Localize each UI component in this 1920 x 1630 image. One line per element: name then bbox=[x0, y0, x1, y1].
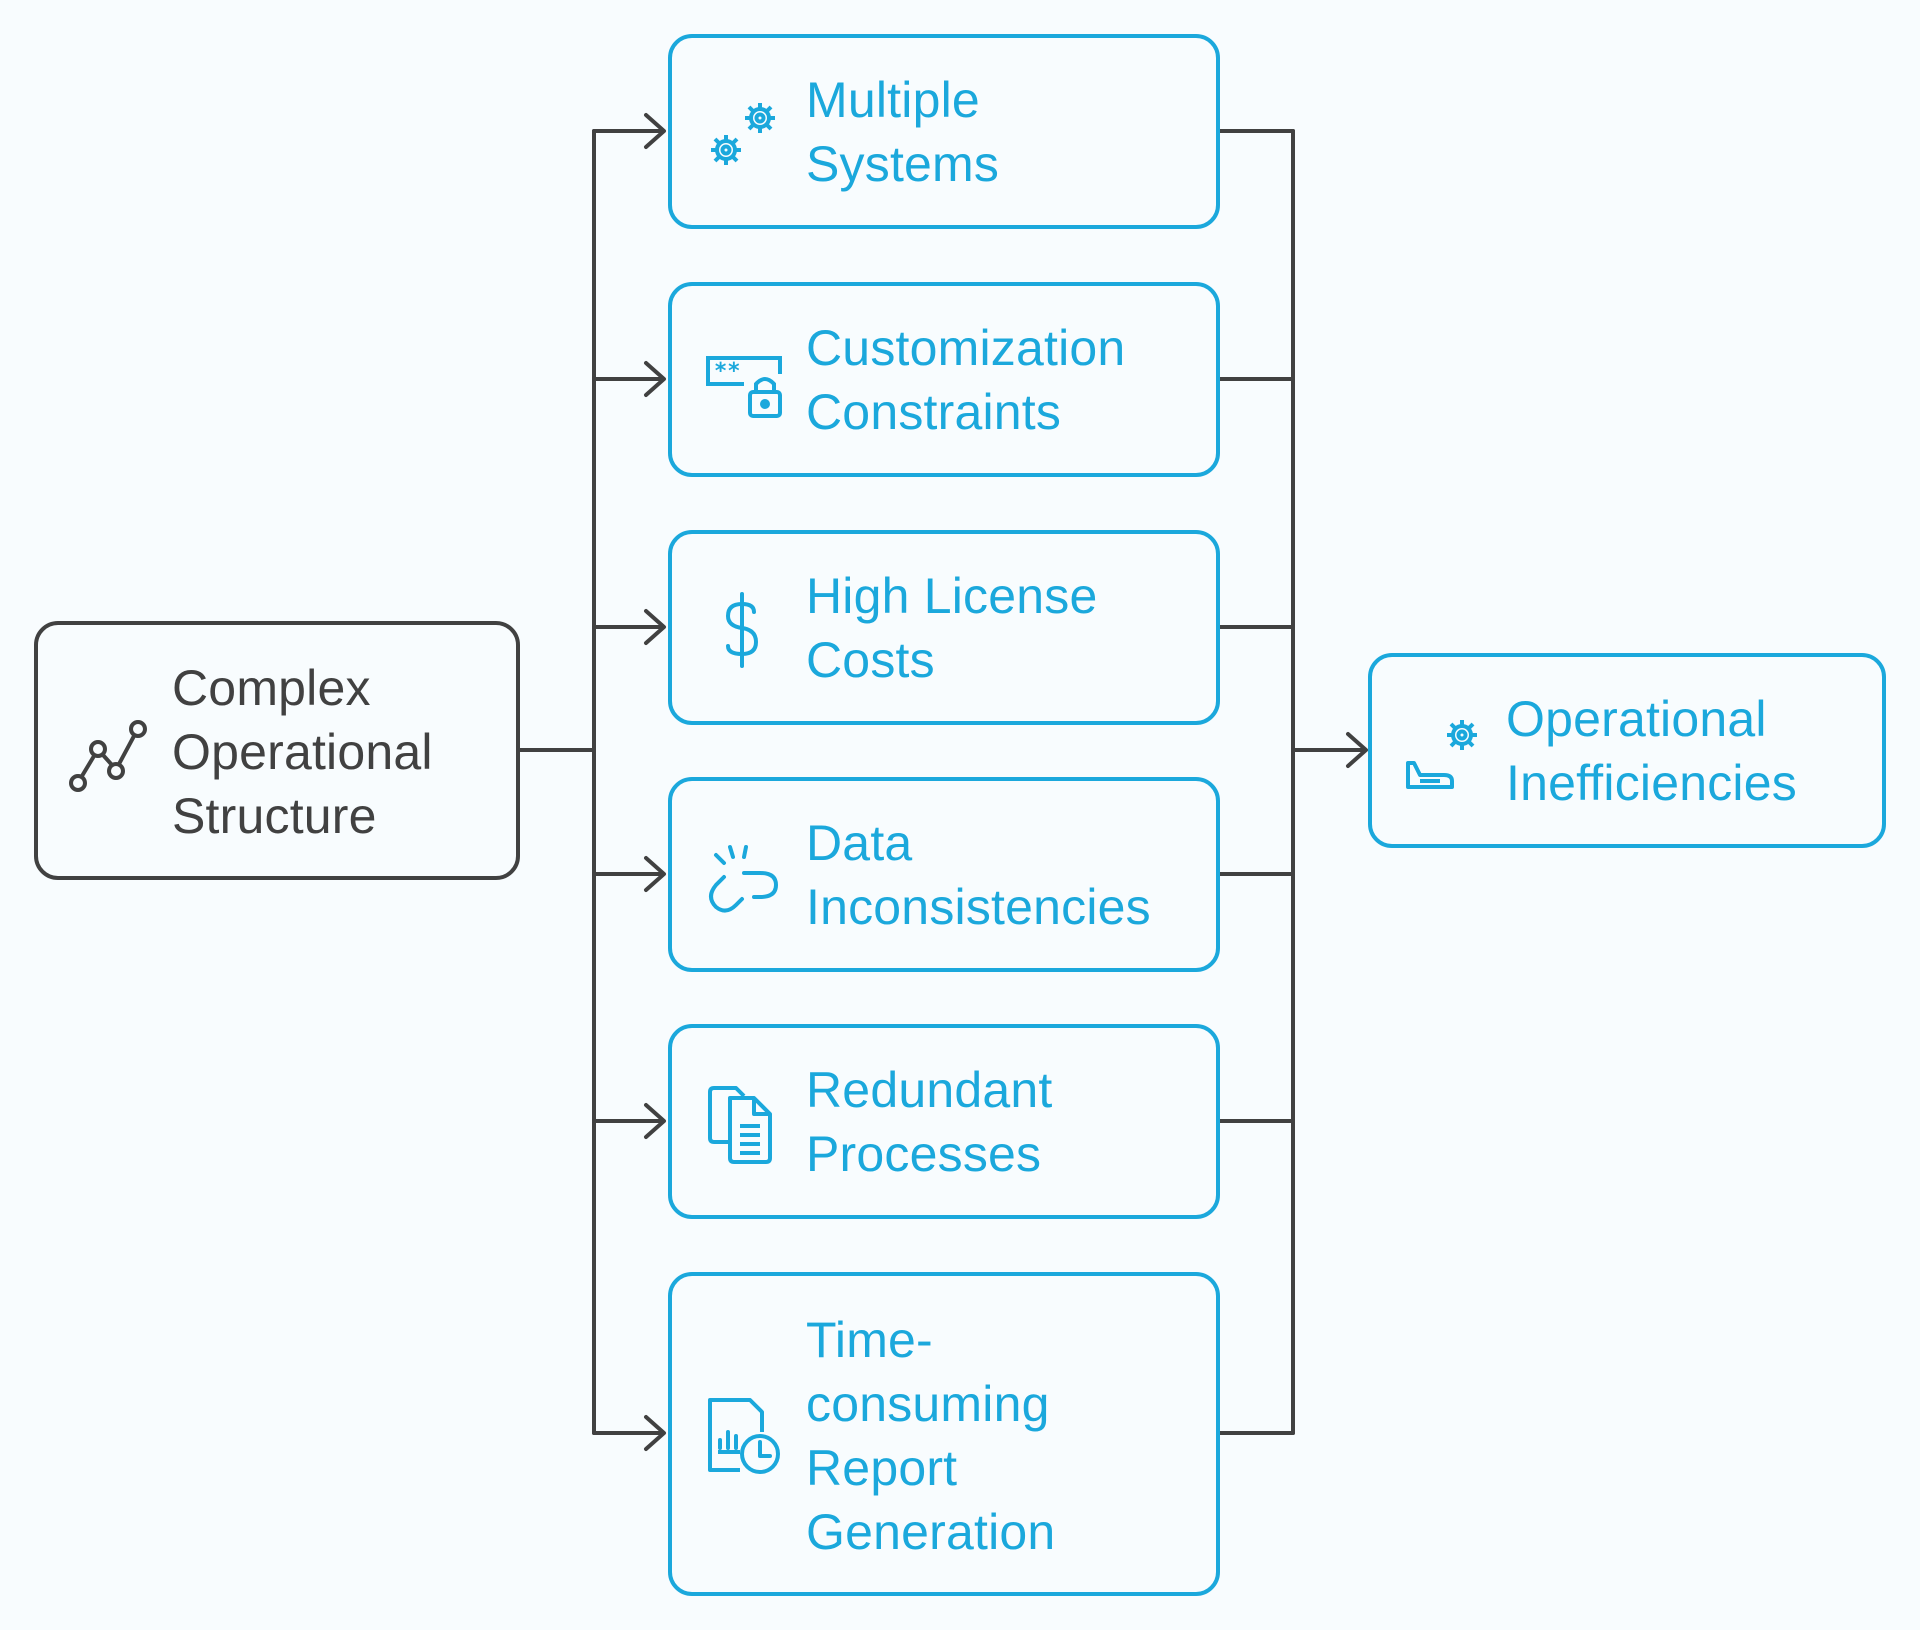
cause-6-line-1: Time- bbox=[806, 1312, 933, 1368]
cause-1-line-2: Systems bbox=[806, 136, 1000, 192]
dollar-icon bbox=[700, 588, 784, 672]
cause-label: Multiple Systems bbox=[806, 68, 999, 196]
branch-arrow-5 bbox=[592, 1103, 666, 1139]
cause-label: Time- consuming Report Generation bbox=[806, 1308, 1055, 1564]
cause-node-redundant-processes: Redundant Processes bbox=[668, 1024, 1220, 1219]
result-line-1: Operational bbox=[1506, 691, 1767, 747]
cause-node-customization-constraints: ** Customization Constraints bbox=[668, 282, 1220, 477]
source-line-1: Complex bbox=[172, 660, 371, 716]
cause-node-multiple-systems: Multiple Systems bbox=[668, 34, 1220, 229]
cause-label: Redundant Processes bbox=[806, 1058, 1052, 1186]
report-clock-icon bbox=[700, 1394, 784, 1478]
password-lock-icon: ** bbox=[700, 340, 784, 424]
cause-6-line-4: Generation bbox=[806, 1504, 1056, 1560]
cause-5-line-1: Redundant bbox=[806, 1062, 1053, 1118]
trend-line-icon bbox=[66, 713, 150, 797]
cause-3-line-2: Costs bbox=[806, 632, 935, 688]
cause-4-line-2: Inconsistencies bbox=[806, 879, 1151, 935]
source-node: Complex Operational Structure bbox=[34, 621, 520, 880]
cause-node-data-inconsistencies: Data Inconsistencies bbox=[668, 777, 1220, 972]
result-node: Operational Inefficiencies bbox=[1368, 653, 1886, 848]
cause-5-line-2: Processes bbox=[806, 1126, 1042, 1182]
cause-node-high-license-costs: High License Costs bbox=[668, 530, 1220, 725]
branch-arrow-6 bbox=[592, 1415, 666, 1451]
cause-label: Data Inconsistencies bbox=[806, 811, 1151, 939]
hand-gear-icon bbox=[1400, 711, 1484, 795]
cause-1-line-1: Multiple bbox=[806, 72, 980, 128]
cause-4-line-1: Data bbox=[806, 815, 913, 871]
result-line-2: Inefficiencies bbox=[1506, 755, 1797, 811]
cause-6-line-3: Report bbox=[806, 1440, 958, 1496]
cause-label: Customization Constraints bbox=[806, 316, 1125, 444]
source-line-3: Structure bbox=[172, 788, 377, 844]
cause-node-time-consuming-report-generation: Time- consuming Report Generation bbox=[668, 1272, 1220, 1596]
source-label: Complex Operational Structure bbox=[172, 656, 433, 848]
result-label: Operational Inefficiencies bbox=[1506, 687, 1797, 815]
cause-label: High License Costs bbox=[806, 564, 1097, 692]
branch-arrow-4 bbox=[592, 856, 666, 892]
result-arrow bbox=[1291, 732, 1368, 768]
cause-6-line-2: consuming bbox=[806, 1376, 1050, 1432]
svg-text:**: ** bbox=[714, 359, 741, 384]
branch-arrow-1 bbox=[592, 113, 666, 149]
branch-arrow-2 bbox=[592, 361, 666, 397]
broken-link-icon bbox=[700, 835, 784, 919]
cause-2-line-2: Constraints bbox=[806, 384, 1062, 440]
duplicate-documents-icon bbox=[700, 1082, 784, 1166]
cause-3-line-1: High License bbox=[806, 568, 1098, 624]
cause-2-line-1: Customization bbox=[806, 320, 1126, 376]
branch-arrow-3 bbox=[592, 609, 666, 645]
gears-icon bbox=[700, 92, 784, 176]
source-line-2: Operational bbox=[172, 724, 433, 780]
